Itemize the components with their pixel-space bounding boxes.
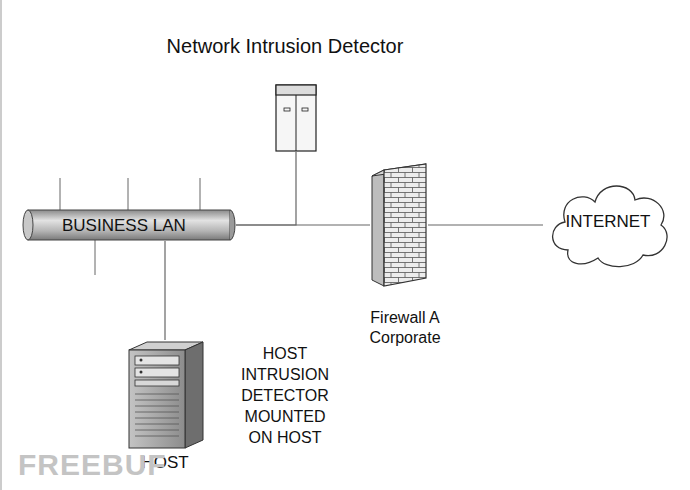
- page-border: [1, 0, 2, 490]
- network-link: [428, 224, 543, 225]
- lan-drop: [95, 240, 96, 275]
- cab-icon: [275, 84, 317, 152]
- lan-label: BUSINESS LAN: [62, 216, 186, 236]
- firewall-label: Firewall A Corporate: [353, 308, 457, 348]
- lan-pipe: BUSINESS LAN: [22, 209, 236, 241]
- internet-label: INTERNET: [566, 212, 651, 232]
- detector-title: Network Intrusion Detector: [167, 34, 404, 58]
- intrusion-detector: Network Intrusion Detector: [150, 30, 420, 154]
- lan-drop: [200, 178, 201, 210]
- lan-drop: [60, 178, 61, 210]
- watermark: FREEBUF: [18, 448, 167, 482]
- network-link: [236, 152, 296, 225]
- internet-cloud: INTERNET: [543, 170, 673, 275]
- lan-drop: [128, 178, 129, 210]
- wall-icon: [370, 162, 428, 288]
- firewall: Firewall A Corporate: [355, 160, 455, 350]
- host-note: HOST INTRUSION DETECTOR MOUNTED ON HOST: [234, 343, 336, 448]
- network-link: [164, 241, 165, 340]
- host-icon: [125, 340, 205, 452]
